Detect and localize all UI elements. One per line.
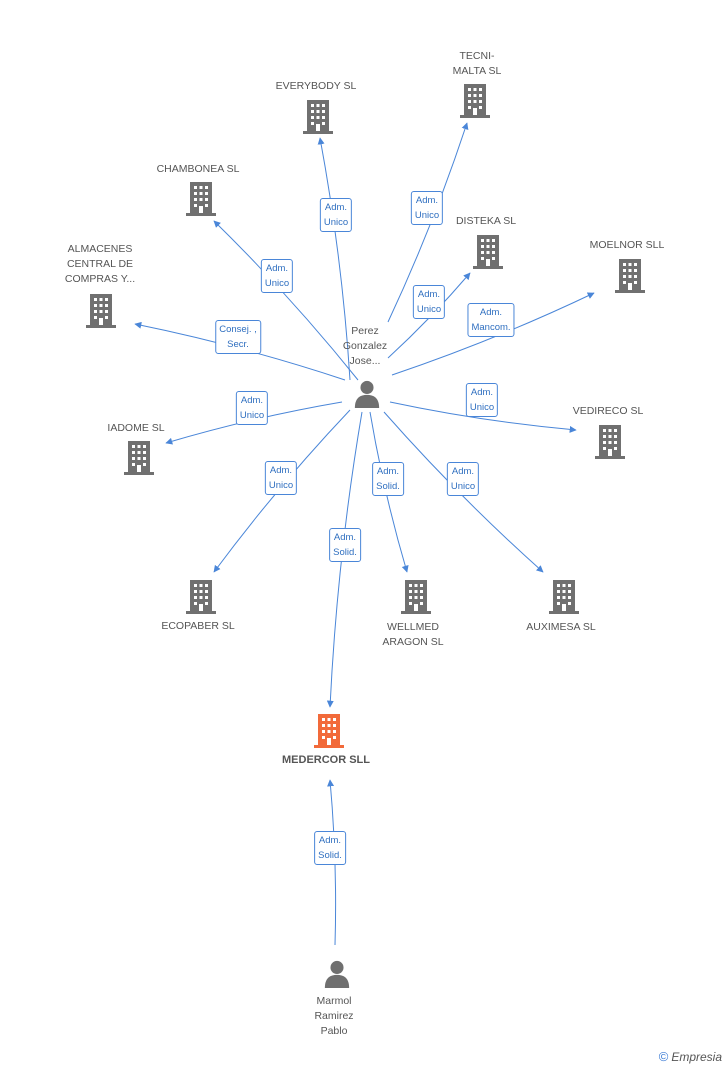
edge-vedireco: [389, 401, 577, 433]
role-badge-moelnor[interactable]: Adm. Mancom.: [467, 303, 515, 337]
company-moelnor-building-icon[interactable]: [615, 259, 645, 293]
company-auximesa-label[interactable]: AUXIMESA SL: [526, 621, 596, 633]
brand-name: Empresia: [671, 1050, 722, 1064]
role-badge-tecni-malta[interactable]: Adm. Unico: [410, 191, 444, 225]
company-ecopaber-building-icon[interactable]: [186, 580, 216, 614]
role-badge-vedireco[interactable]: Adm. Unico: [465, 383, 499, 417]
role-badge-disteka[interactable]: Adm. Unico: [412, 285, 446, 319]
company-almacenes-label[interactable]: ALMACENES CENTRAL DE COMPRAS Y...: [64, 243, 136, 285]
company-chambonea-label[interactable]: CHAMBONEA SL: [156, 163, 240, 175]
brand-logo[interactable]: ©Empresia: [659, 1049, 722, 1064]
company-everybody-building-icon[interactable]: [303, 100, 333, 134]
role-badge-wellmed[interactable]: Adm. Solid.: [372, 462, 404, 496]
company-auximesa-building-icon[interactable]: [549, 580, 579, 614]
person-marmol-ramirez-label[interactable]: Marmol Ramirez Pablo: [314, 995, 354, 1037]
company-tecni-malta-building-icon[interactable]: [460, 84, 490, 118]
company-wellmed-building-icon[interactable]: [401, 580, 431, 614]
copyright-icon: ©: [658, 1049, 669, 1064]
company-moelnor-label[interactable]: MOELNOR SLL: [589, 239, 665, 251]
edge-everybody: [317, 137, 351, 381]
role-badge-auximesa[interactable]: Adm. Unico: [446, 462, 480, 496]
company-medercor-label[interactable]: MEDERCOR SLL: [282, 754, 370, 766]
person-marmol-ramirez-icon[interactable]: [324, 960, 350, 988]
company-vedireco-label[interactable]: VEDIRECO SL: [572, 405, 644, 417]
company-medercor-building-icon[interactable]: [314, 714, 344, 748]
company-everybody-label[interactable]: EVERYBODY SL: [275, 80, 357, 92]
company-tecni-malta-label[interactable]: TECNI- MALTA SL: [452, 50, 502, 77]
edges: [134, 122, 595, 946]
company-disteka-label[interactable]: DISTEKA SL: [455, 215, 517, 227]
role-badge-ecopaber[interactable]: Adm. Unico: [264, 461, 298, 495]
role-badge-chambonea[interactable]: Adm. Unico: [260, 259, 294, 293]
company-chambonea-building-icon[interactable]: [186, 182, 216, 216]
role-badge-medercor-bottom[interactable]: Adm. Solid.: [314, 831, 346, 865]
edge-moelnor: [391, 292, 595, 376]
role-badge-medercor[interactable]: Adm. Solid.: [329, 528, 361, 562]
person-perez-gonzalez-label[interactable]: Perez Gonzalez Jose...: [342, 325, 388, 367]
nodes: [86, 84, 645, 988]
company-iadome-label[interactable]: IADOME SL: [107, 422, 165, 434]
company-disteka-building-icon[interactable]: [473, 235, 503, 269]
role-badge-iadome[interactable]: Adm. Unico: [235, 391, 269, 425]
role-badge-everybody[interactable]: Adm. Unico: [319, 198, 353, 232]
company-almacenes-building-icon[interactable]: [86, 294, 116, 328]
edge-chambonea: [213, 220, 359, 381]
company-ecopaber-label[interactable]: ECOPABER SL: [161, 620, 235, 632]
company-wellmed-label[interactable]: WELLMED ARAGON SL: [382, 621, 444, 648]
company-iadome-building-icon[interactable]: [124, 441, 154, 475]
company-vedireco-building-icon[interactable]: [595, 425, 625, 459]
person-perez-gonzalez-icon[interactable]: [354, 380, 380, 408]
role-badge-almacenes[interactable]: Consej. , Secr.: [215, 320, 261, 354]
